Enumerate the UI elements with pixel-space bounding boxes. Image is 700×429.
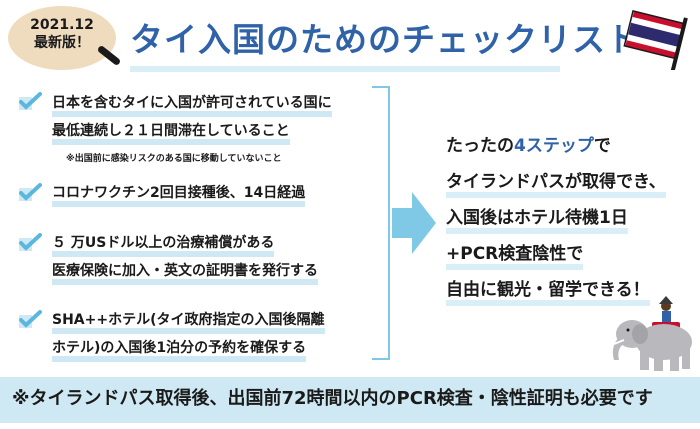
checklist-item-3-line1: ５ 万USドル以上の治療補償がある xyxy=(52,232,275,257)
thai-flag-icon xyxy=(623,9,688,70)
summary-line-1: たったの4ステップで xyxy=(446,136,611,156)
elephant-rider-illustration xyxy=(612,296,692,371)
footer-banner xyxy=(0,377,700,423)
date-badge: 2021.12 最新版！ xyxy=(8,6,116,70)
title-underline xyxy=(130,66,560,72)
checklist-bracket xyxy=(372,86,390,360)
checklist-item-4-line2: ホテル)の入国後1泊分の予約を確保する xyxy=(52,337,307,362)
page-title: タイ入国のためのチェックリスト xyxy=(130,20,640,59)
summary-line-2: タイランドパスが取得でき、 xyxy=(446,164,666,200)
badge-date: 2021.12 xyxy=(30,17,94,33)
check-icon xyxy=(19,183,42,201)
checklist-item-1-note: ※出国前に感染リスクのある国に移動していないこと xyxy=(66,154,282,164)
badge-latest: 最新版！ xyxy=(34,35,90,51)
summary-block: たったの4ステップで タイランドパスが取得でき、 入国後はホテル待機1日 +PC… xyxy=(446,128,666,308)
checklist-item-4-line1: SHA++ホテル(タイ政府指定の入国後隔離 xyxy=(52,309,325,334)
check-icon xyxy=(19,92,42,110)
checklist-item-1-line1: 日本を含むタイに入国が許可されている国に xyxy=(52,92,332,117)
summary-line-5: 自由に観光・留学できる！ xyxy=(446,272,666,308)
checklist-item-1-line2: 最低連続し２１日間滞在していること xyxy=(52,120,290,145)
check-icon xyxy=(19,233,42,251)
summary-line-3: 入国後はホテル待機1日 xyxy=(446,200,666,236)
footer-note: ※タイランドパス取得後、出国前72時間以内のPCR検査・陰性証明も必要です xyxy=(12,388,653,409)
check-icon xyxy=(19,310,42,328)
summary-line-4: +PCR検査陰性で xyxy=(446,236,666,272)
arrow-right-icon xyxy=(392,192,436,254)
checklist-item-2: コロナワクチン2回目接種後、14日経過 xyxy=(52,182,306,207)
checklist-item-3-line2: 医療保険に加入・英文の証明書を発行する xyxy=(52,260,318,285)
